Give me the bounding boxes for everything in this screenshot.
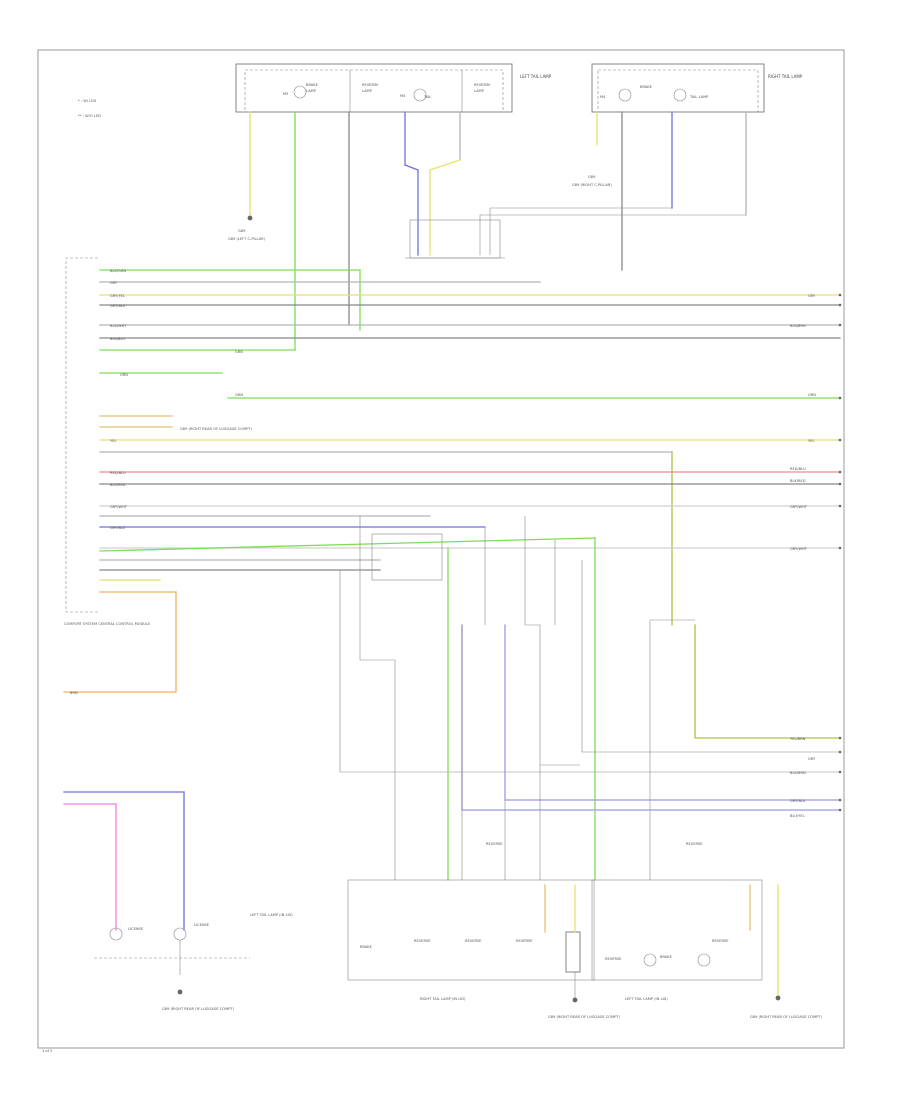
svg-text:TAIL LAMP: TAIL LAMP (689, 95, 709, 99)
lh-trunk-lamp-label: LEFT TAIL LAMP (IN LID) (625, 997, 668, 1001)
svg-text:RED/BLU: RED/BLU (790, 467, 806, 471)
svg-text:TAIL: TAIL (423, 95, 431, 99)
page-indicator: 1 of 2 (42, 1049, 52, 1053)
svg-text:GRY: GRY (808, 757, 816, 761)
svg-text:GRY/BLU: GRY/BLU (110, 304, 126, 308)
svg-text:BLK/RED: BLK/RED (110, 483, 126, 487)
svg-text:BRAKE: BRAKE (660, 955, 673, 959)
svg-text:LAMP: LAMP (474, 89, 485, 93)
harness-wires (63, 269, 841, 693)
svg-text:REVERSE: REVERSE (686, 842, 703, 846)
ground-right: G89 G89 (RIGHT C-PILLAR) (572, 175, 612, 187)
svg-text:BRN: BRN (70, 691, 78, 695)
ground-right-label: G89 (RIGHT C-PILLAR) (572, 183, 612, 187)
ground-trunk-label: G89 (RIGHT REAR OF LUGGAGE COMPT) (162, 1007, 235, 1011)
right-tail-lamp-title: RIGHT TAIL LAMP (768, 74, 803, 79)
svg-text:BRAKE: BRAKE (360, 945, 373, 949)
control-module-label: COMFORT SYSTEM CENTRAL CONTROL MODULE (64, 622, 151, 626)
svg-text:M4: M4 (400, 94, 406, 98)
svg-text:LICENSE: LICENSE (128, 927, 144, 931)
svg-text:BRAKE: BRAKE (640, 85, 653, 89)
right-edge-pins (838, 293, 842, 812)
left-tail-lamp: M5 BRAKE LAMP REVERSE LAMP M4 TAIL REVER… (235, 63, 552, 113)
ground-left: G89 G89 (LEFT C-PILLAR) (228, 215, 266, 241)
svg-text:BLK/RED: BLK/RED (790, 479, 806, 483)
svg-text:REVERSE: REVERSE (362, 83, 379, 87)
svg-text:G89 (RIGHT REAR OF LUGGAGE COM: G89 (RIGHT REAR OF LUGGAGE COMPT) (180, 427, 253, 431)
left-tail-lamp-title: LEFT TAIL LAMP (520, 74, 552, 79)
legend-item-led: * : W/ LED (78, 99, 96, 103)
svg-text:G89: G89 (588, 175, 596, 179)
svg-text:M5: M5 (283, 92, 288, 96)
svg-text:BRAKE: BRAKE (306, 83, 319, 87)
svg-text:GRY/BLU: GRY/BLU (110, 526, 126, 530)
legend-item-no-led: ** : W/O LED (78, 114, 101, 118)
control-module: COMFORT SYSTEM CENTRAL CONTROL MODULE (64, 257, 151, 626)
svg-text:GRN: GRN (235, 393, 243, 397)
svg-text:GRY: GRY (808, 294, 816, 298)
svg-text:BLK/WHT: BLK/WHT (110, 324, 127, 328)
svg-text:LAMP: LAMP (306, 89, 317, 93)
legend: * : W/ LED ** : W/O LED (78, 99, 101, 118)
rh-trunk-lamp-label: RIGHT TAIL LAMP (IN LID) (420, 997, 466, 1001)
svg-text:GRN: GRN (235, 350, 243, 354)
svg-text:REVERSE: REVERSE (486, 842, 503, 846)
svg-text:REVERSE: REVERSE (474, 83, 491, 87)
svg-text:GRY: GRY (110, 281, 118, 285)
svg-text:GRY/WHT: GRY/WHT (110, 505, 128, 509)
diagram-frame (37, 49, 845, 1049)
svg-text:LICENSE: LICENSE (194, 923, 210, 927)
svg-text:REVERSE: REVERSE (605, 957, 622, 961)
svg-text:GRY/WHT: GRY/WHT (790, 505, 808, 509)
svg-text:BLK/GRN: BLK/GRN (110, 269, 126, 273)
svg-text:BLU/YEL: BLU/YEL (790, 814, 805, 818)
svg-text:YEL: YEL (808, 439, 814, 443)
wire-labels: BLK/GRN GRY GRY/YEL GRY/BLU BLK/WHT BLK/… (70, 269, 816, 818)
svg-text:REVERSE: REVERSE (516, 939, 533, 943)
right-tail-lamp: M4 BRAKE TAIL LAMP RIGHT TAIL LAMP (591, 63, 803, 113)
svg-text:RED/BLU: RED/BLU (110, 471, 126, 475)
svg-text:GRY/WHT: GRY/WHT (790, 547, 808, 551)
svg-text:REVERSE: REVERSE (465, 939, 482, 943)
svg-text:REVERSE: REVERSE (712, 939, 729, 943)
svg-text:LAMP: LAMP (362, 89, 373, 93)
ground-lic-right-label: G89 (RIGHT REAR OF LUGGAGE COMPT) (750, 1015, 823, 1019)
ground-left-label: G89 (LEFT C-PILLAR) (228, 237, 266, 241)
svg-text:BLK/BLU: BLK/BLU (110, 337, 125, 341)
svg-text:REVERSE: REVERSE (414, 939, 431, 943)
ground-lic-left-label: G89 (RIGHT REAR OF LUGGAGE COMPT) (548, 1015, 621, 1019)
svg-text:G89: G89 (238, 229, 246, 233)
license-lamps-left: LICENSE LICENSE LEFT TAIL LAMP (IN LID) … (63, 791, 293, 1011)
lic-lamp-label: LEFT TAIL LAMP (IN LID) (250, 913, 293, 917)
svg-text:M4: M4 (600, 95, 606, 99)
svg-text:YEL: YEL (110, 439, 116, 443)
svg-text:GRN: GRN (808, 393, 816, 397)
svg-text:YEL/BRN: YEL/BRN (790, 737, 806, 741)
svg-text:BLK/BRN: BLK/BRN (790, 324, 806, 328)
svg-text:BLK/BRN: BLK/BRN (790, 771, 806, 775)
svg-text:GRN: GRN (120, 373, 128, 377)
rear-lamp-assemblies: BRAKE REVERSE REVERSE REVERSE REVERSE BR… (347, 842, 823, 1019)
svg-text:GRY/YEL: GRY/YEL (110, 294, 125, 298)
svg-text:GRY/BLU: GRY/BLU (790, 799, 806, 803)
